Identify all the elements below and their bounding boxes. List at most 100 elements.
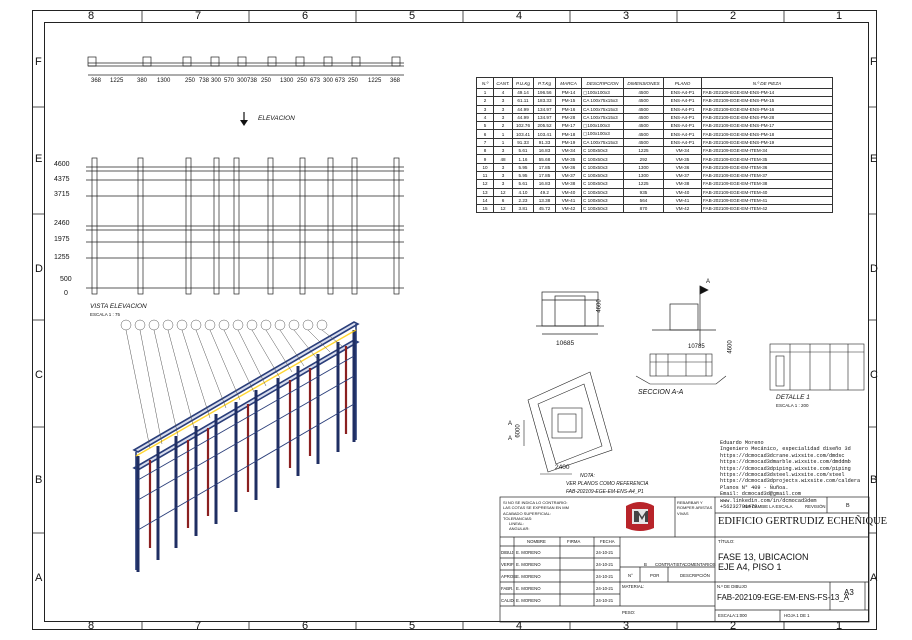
no-scale-note: NO CAMBIE LA ESCALA [744,504,793,509]
author-line: Planos N° 409 - Ñuñoa. [720,484,789,491]
level-text: 3715 [54,191,70,198]
note-line: ROMPER ARISTAS [677,505,713,511]
signoff-role: CALID. [501,598,515,603]
zone-row-left: F [35,56,42,68]
level-text: 1255 [54,254,70,261]
rev-contratista: CONTRATISTA [655,562,685,567]
author-line: Ingeniero Mecánico, especialidad diseño … [720,446,851,453]
note-line: SI NO SE INDICA LO CONTRARIO: [503,500,568,505]
zone-row-left: E [35,153,43,165]
signoff-name: E. MORENO [516,598,541,603]
author-line: Email: dcmocad3d@gmail.com [720,491,801,498]
zone-row-right: B [870,474,878,486]
dimension-text: 2400 [555,464,570,471]
note-title: NOTA: [580,473,595,479]
zone-col-top: 7 [195,10,202,22]
dimension-text: 250 [261,78,272,84]
elevation-label: ELEVACION [258,115,295,122]
detalle-label: DETALLE 1 [776,394,810,401]
drawing-title-line2: EJE A4, PISO 1 [718,562,782,572]
general-notes: SI NO SE INDICA LO CONTRARIO: LAS COTAS … [503,500,569,532]
note-line: ACABADO SUPERFICIAL: [503,510,552,516]
zone-row-left: D [35,263,43,275]
zone-col-top: 5 [409,10,416,22]
sheet-number: HOJA 1 DE 1 [784,613,810,618]
zone-col-bottom: 6 [302,620,309,632]
signoff-date: 24-10-21 [596,550,614,555]
signoff-role: APROB. [501,574,518,579]
zone-row-right: A [870,572,878,584]
rev-descripcion: DESCRIPCIÓN [680,573,710,578]
note-line: LINEAL: [509,521,524,527]
vista-elevacion-label: VISTA ELEVACION [90,303,147,310]
zone-row-right: F [870,56,877,68]
elevation-view [86,157,404,295]
zone-col-bottom: 5 [409,620,416,632]
zone-col-top: 1 [836,10,843,22]
zone-ticks [32,10,877,630]
dimension-text: 300 [323,78,334,84]
company-logo-icon [626,502,654,531]
dimension-text: 300 [211,78,222,84]
zone-row-left: B [35,474,43,486]
plan-strip [87,56,404,76]
note-line: TOLERANCIAS: [503,515,533,521]
dimension-text: 10685 [556,340,575,347]
signoff-role: DIBUJ. [501,550,515,555]
isometric-view [120,319,360,572]
client-name: EDIFICIO GERTRUDIZ ECHEÑIQUE [718,516,888,527]
note-line: LAS COTAS SE EXPRESAN EN MM [503,505,569,511]
author-line: https://dcmocad3dmarble.wixsite.com/dmdd… [720,459,851,466]
dimension-text: 673 [310,78,321,84]
zone-col-bottom: 1 [836,620,843,632]
level-text: 4600 [54,161,70,168]
rev-b: B [644,562,647,567]
author-line: https://dcmocad3dcrane.wixsite.com/dmdsc [720,452,845,459]
dimension-text: 1300 [157,78,171,84]
signoff-name: E. MORENO [516,550,541,555]
peso-label: PESO: [622,610,636,615]
dimension-text: 368 [390,78,401,84]
dimension-text: 1300 [280,78,294,84]
section-marker: A [706,279,711,285]
zone-row-left: A [35,572,43,584]
section-view [635,353,727,385]
side-view [652,285,716,346]
author-line: https://dcmocad3dprojects.wixsite.com/ca… [720,478,861,485]
rev-por: POR [650,573,660,578]
scale-text: ESCALA:1:000 [718,613,747,618]
note-line: REBARBAR Y [677,500,703,505]
zone-col-bottom: 3 [623,620,630,632]
dwg-no-label: N.º DE DIBUJO [717,584,747,589]
zone-col-top: 2 [730,10,737,22]
elevation-arrow-icon [240,112,248,126]
section-marker: A [508,436,513,442]
detail-view [769,343,865,391]
signoff-date: 24-10-21 [596,598,614,603]
zone-col-bottom: 8 [88,620,95,632]
signoff-date: 24-10-21 [596,574,614,579]
revision-value: B [846,503,850,509]
dimension-text: 570 [224,78,235,84]
site-plan-view [523,371,613,475]
author-line: www.linkedin.com/in/dcmocad3dem [720,497,817,504]
signoff-date: 24-10-21 [596,562,614,567]
level-text: 0 [64,290,68,297]
author-line: https://dcmocad3dpiping.wixsite.com/pipi… [720,465,851,472]
author-line: Eduardo Moreno [720,440,764,446]
sheet-inner-frame [44,22,869,622]
rev-no: N° [628,573,633,578]
dimension-text: 1225 [368,78,382,84]
note-line: ANGULAR: [509,526,530,532]
dimension-text: 673 [335,78,346,84]
signoff-role: VERIF. [501,562,515,567]
titulo-label: TÍTULO: [718,539,735,544]
table-cell: FAB-202109-EGE-EM-ITEM-42 [701,204,833,214]
level-text: 500 [60,276,72,283]
level-text: 2460 [54,220,70,227]
dimension-text: 380 [137,78,148,84]
